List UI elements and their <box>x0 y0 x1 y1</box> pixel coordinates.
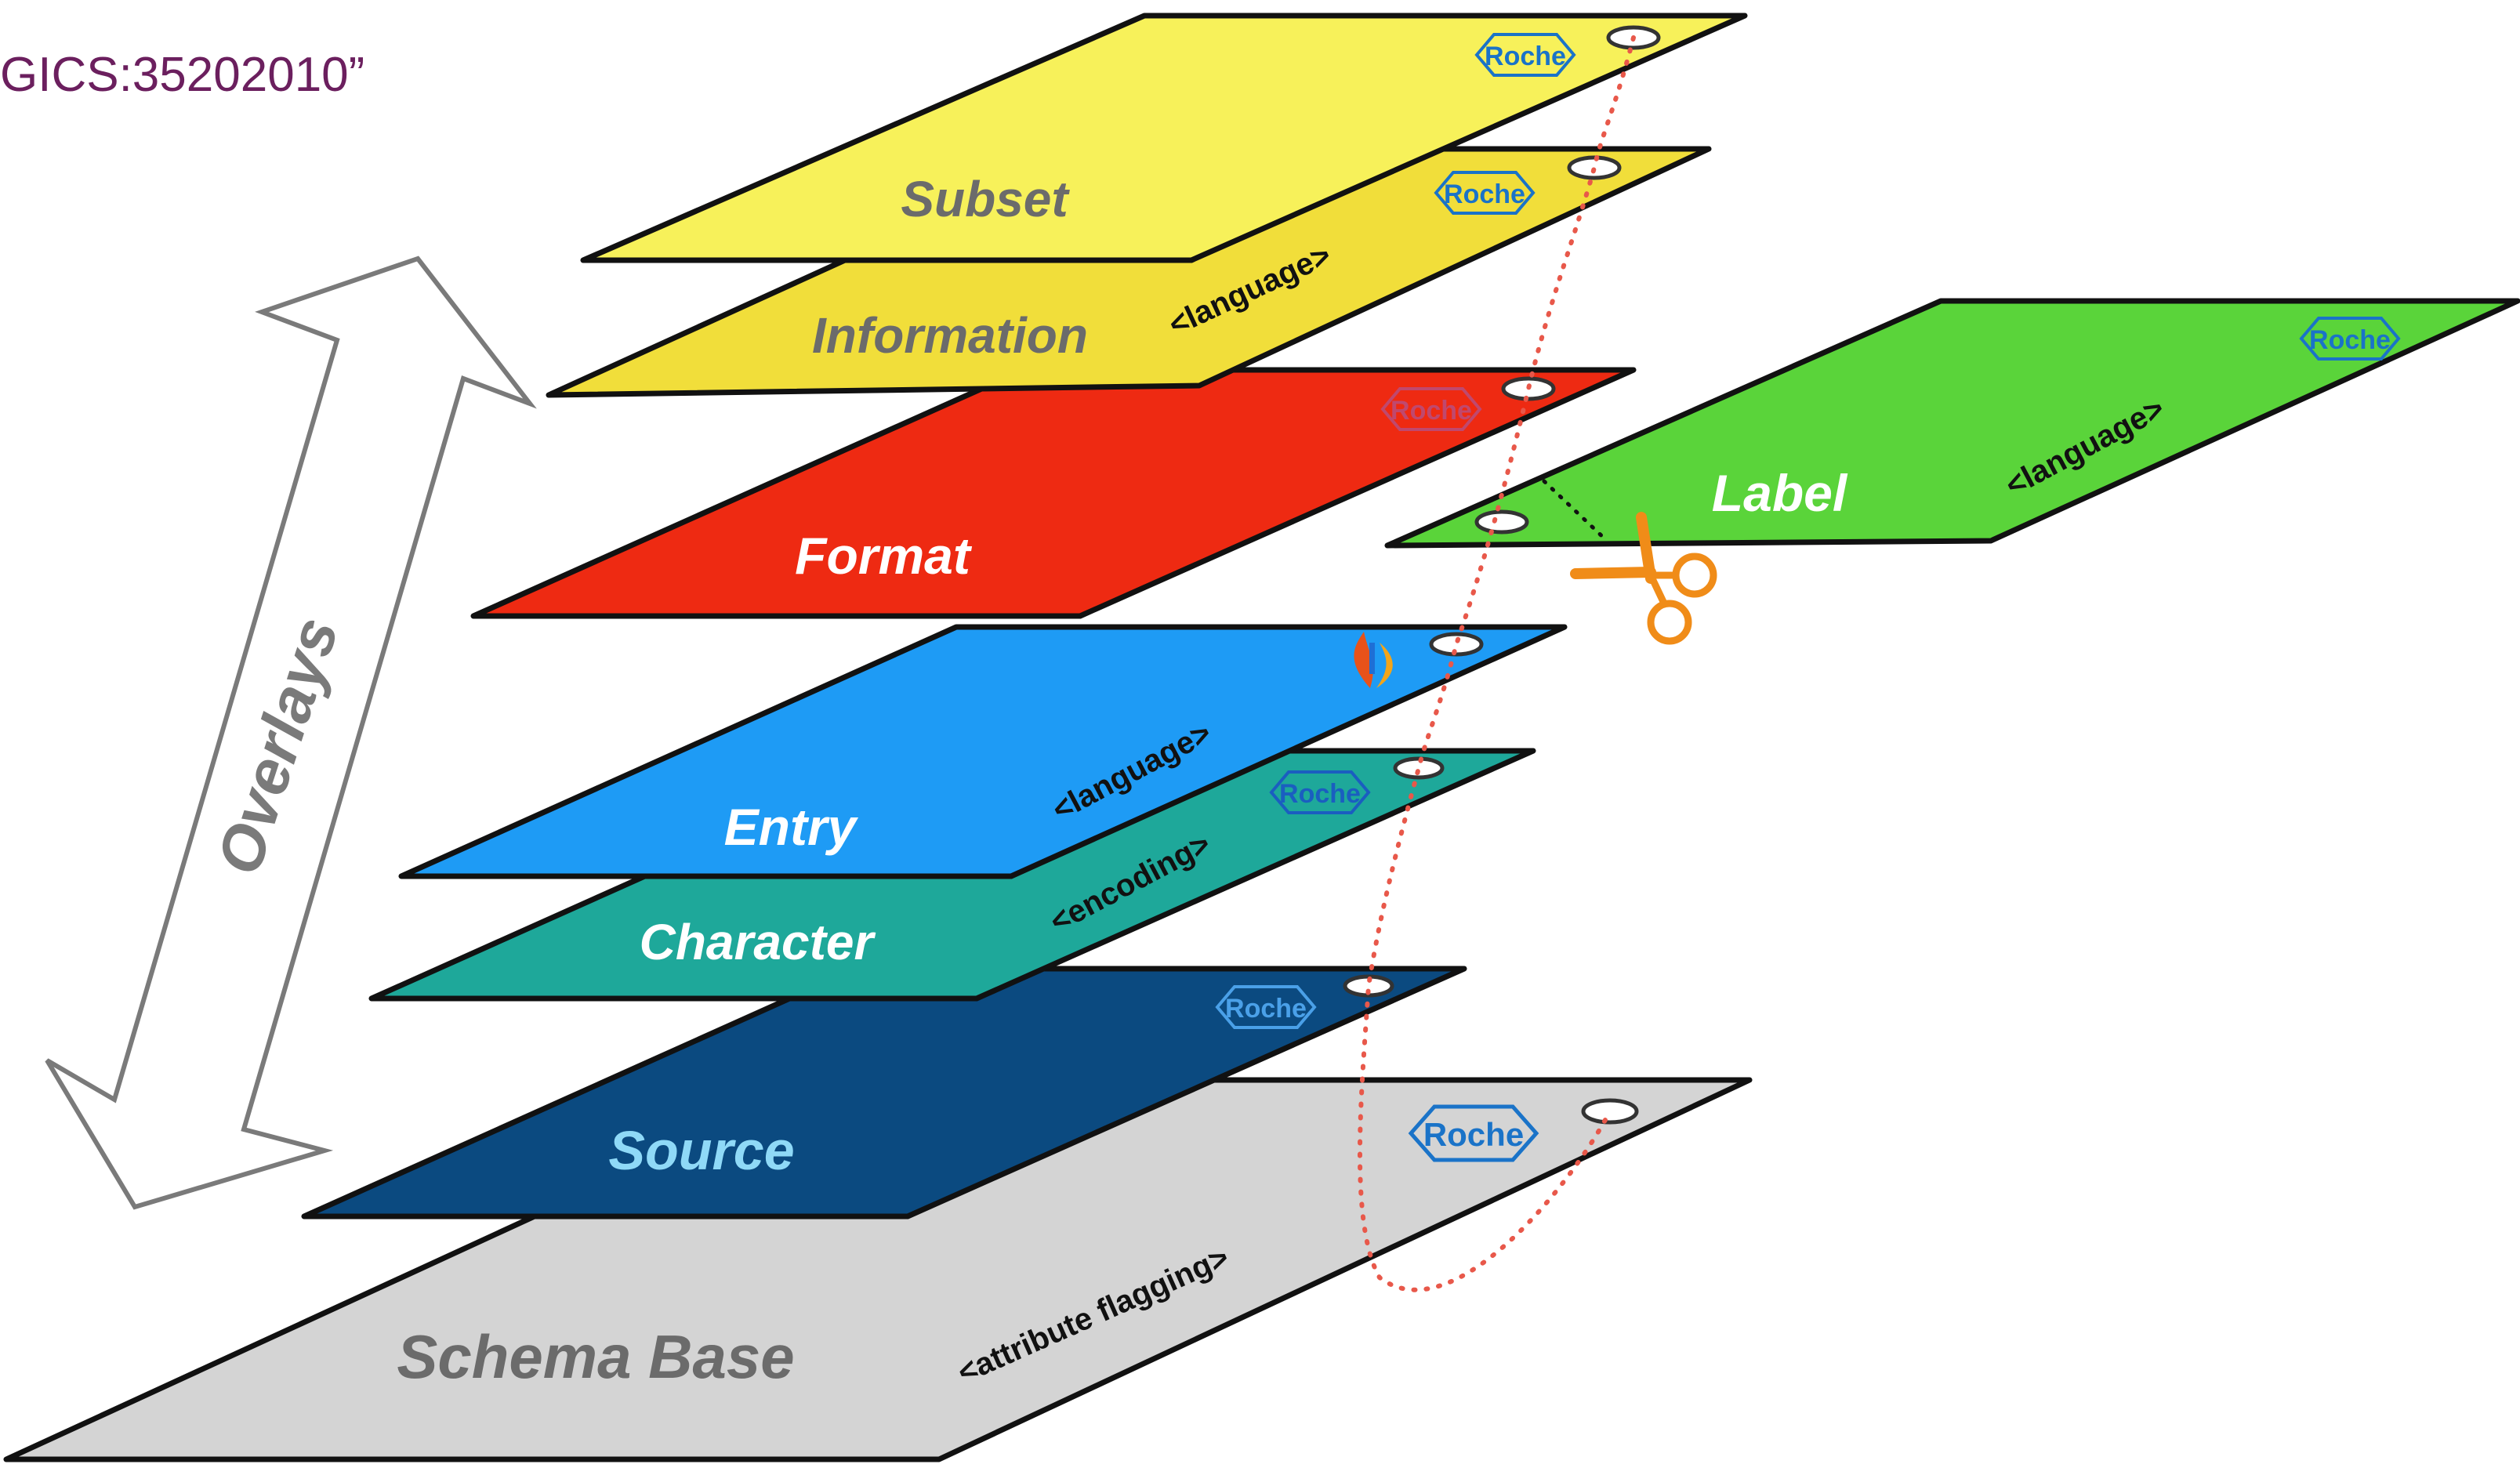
roche-logo: Roche <box>1380 387 1482 431</box>
grommet-hole <box>1429 632 1484 657</box>
format-layer: Format Roche <box>470 367 1637 619</box>
schema-base-label: Schema Base <box>397 1322 794 1391</box>
svg-text:Roche: Roche <box>1444 179 1525 209</box>
grommet-hole <box>1393 756 1445 780</box>
cut-thread <box>1542 479 1609 543</box>
svg-text:Roche: Roche <box>1485 42 1566 71</box>
overlays-double-arrow: Overlays <box>45 255 537 1210</box>
svg-text:Roche: Roche <box>1225 994 1307 1024</box>
roche-logo: Roche <box>1434 171 1536 215</box>
roche-logo: Roche <box>1269 770 1371 814</box>
entry-label: Entry <box>724 798 859 856</box>
svg-text:Roche: Roche <box>2309 325 2391 355</box>
character-label: Character <box>640 914 876 970</box>
source-label: Source <box>608 1120 794 1181</box>
grommet-hole <box>1581 1098 1639 1125</box>
flame-logo-icon <box>1354 632 1393 688</box>
information-label: Information <box>812 307 1088 364</box>
schema-base-layer: Schema Base <attribute flagging> Roche <box>3 1077 1753 1462</box>
roche-logo: Roche <box>1408 1104 1539 1162</box>
format-label: Format <box>795 527 973 585</box>
gics-code-text: GICS:35202010” <box>0 48 365 102</box>
label-layer: Label <language> Roche <box>1384 298 2520 549</box>
roche-logo: Roche <box>1474 33 1576 77</box>
source-layer: Source Roche <box>301 966 1467 1220</box>
grommet-hole <box>1343 974 1394 998</box>
binding-thread <box>1358 35 1636 1292</box>
subset-layer: Subset Roche <box>580 13 1748 263</box>
entry-layer: Entry <language> <box>398 624 1568 879</box>
subset-label: Subset <box>901 171 1070 227</box>
label-label: Label <box>1712 464 1848 522</box>
roche-logo: Roche <box>1215 985 1317 1029</box>
svg-text:Roche: Roche <box>1391 396 1472 426</box>
svg-text:Roche: Roche <box>1423 1116 1524 1153</box>
svg-text:Roche: Roche <box>1279 779 1361 809</box>
grommet-hole <box>1474 509 1529 535</box>
roche-logo: Roche <box>2299 317 2401 361</box>
scissors-icon <box>1570 512 1717 645</box>
